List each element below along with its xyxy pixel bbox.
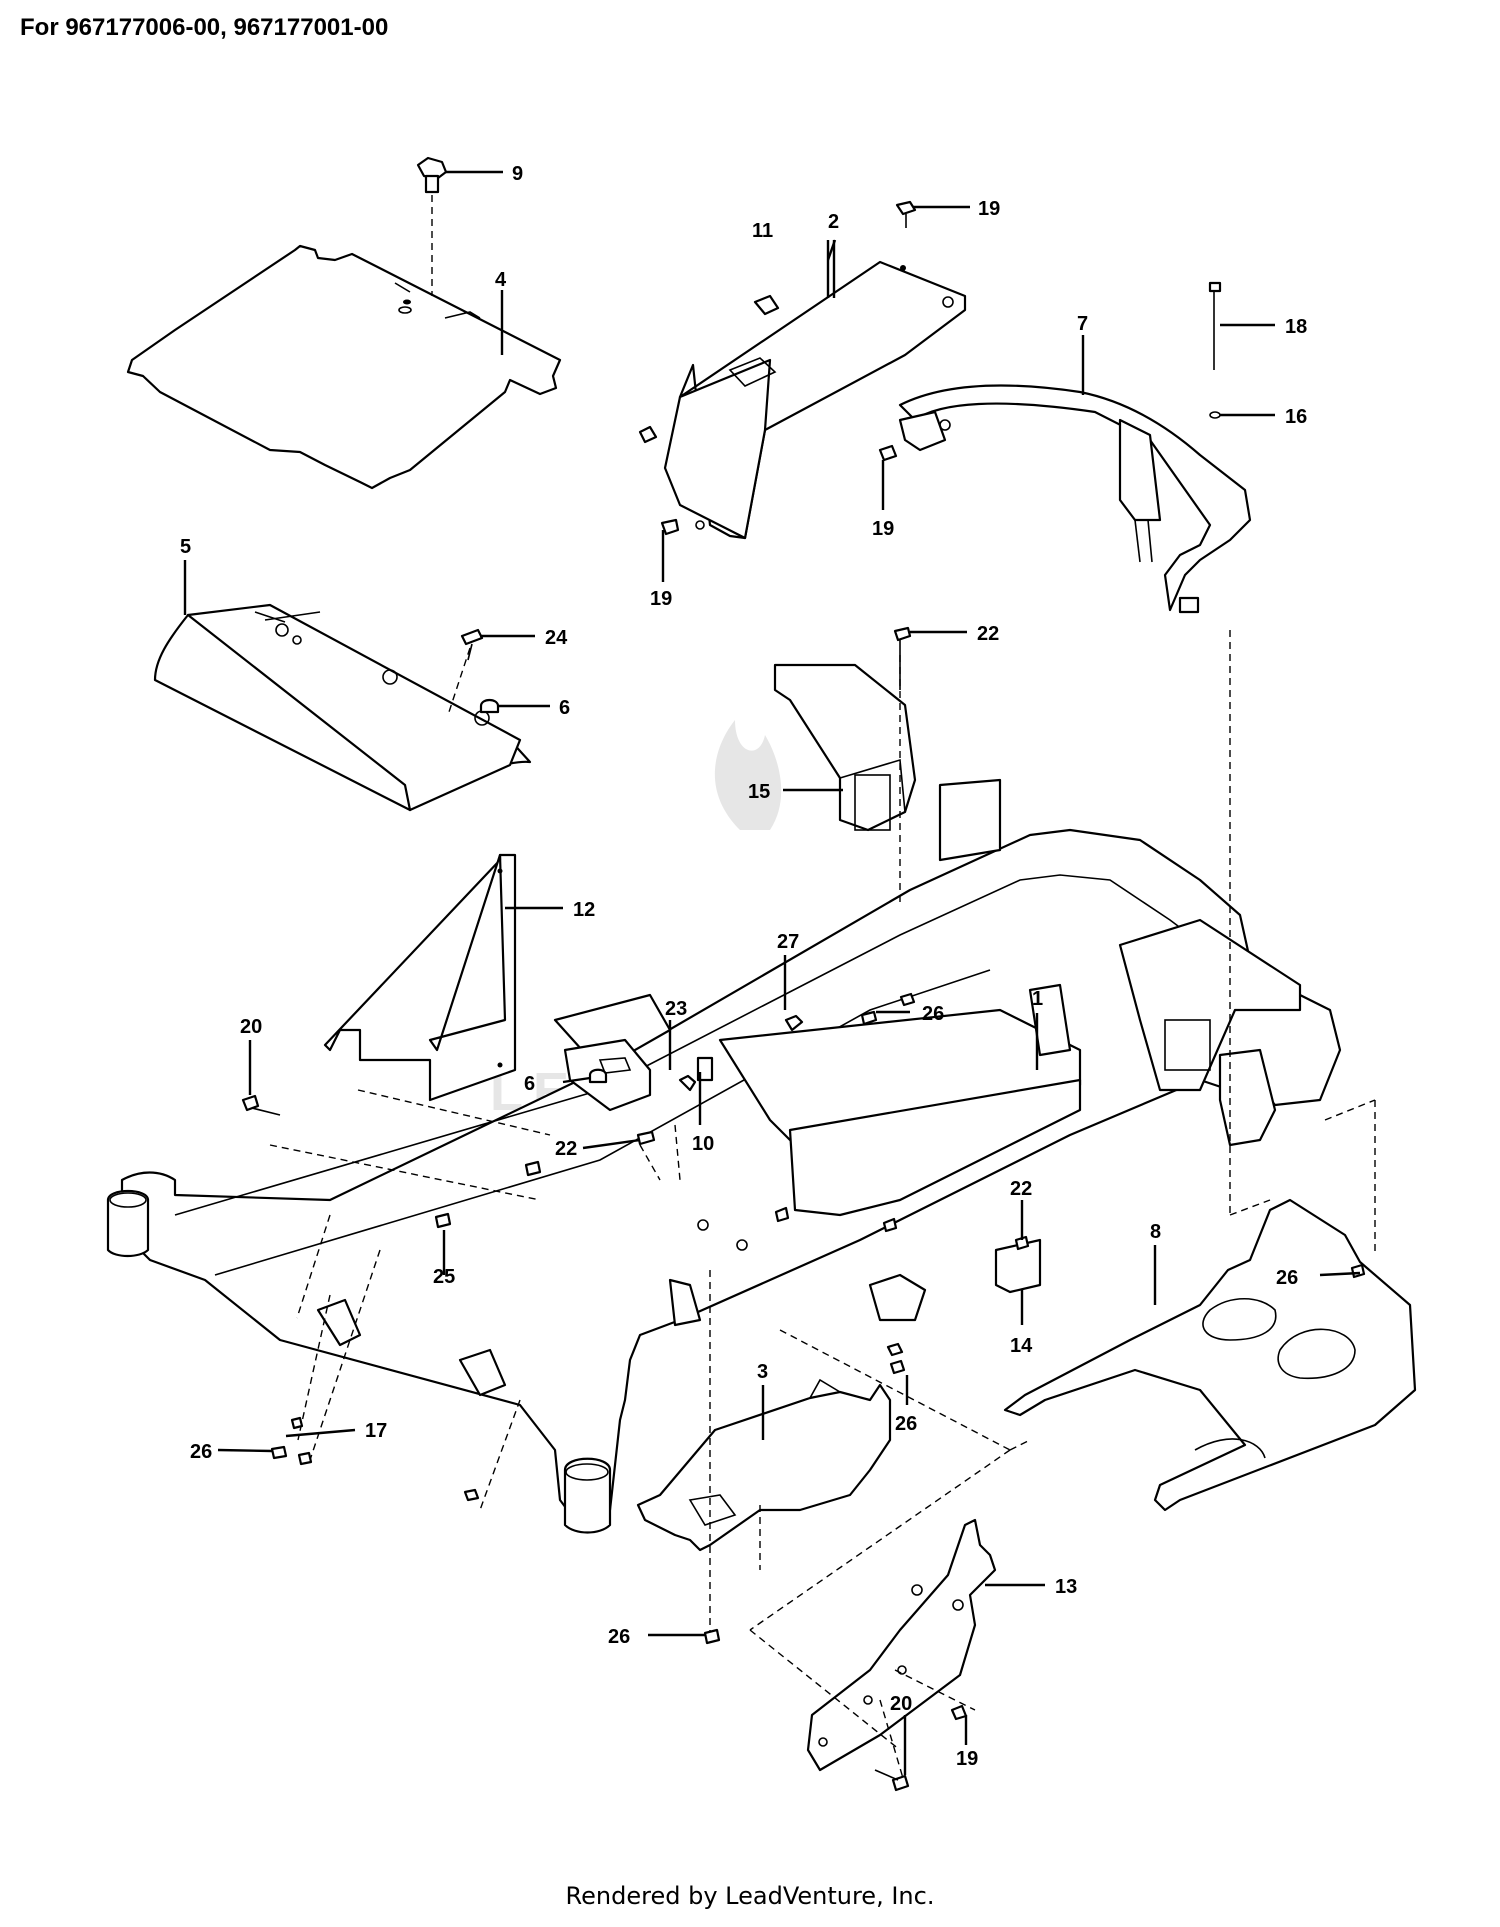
callout-15: 15 — [748, 781, 770, 803]
part-4-floor-plate — [126, 244, 562, 490]
callout-16: 16 — [1285, 406, 1307, 428]
callout-9: 9 — [512, 163, 523, 185]
callout-18: 18 — [1285, 316, 1307, 338]
callout-17: 17 — [365, 1420, 387, 1442]
callout-13: 13 — [1055, 1576, 1077, 1598]
callout-22a: 22 — [555, 1138, 577, 1160]
callout-20a: 20 — [240, 1016, 262, 1038]
callout-26c: 26 — [895, 1413, 917, 1435]
part-15-support-bracket — [773, 663, 917, 832]
part-3-bottom-plate — [636, 1378, 892, 1552]
callout-20b: 20 — [890, 1693, 912, 1715]
callout-21: 22 — [977, 623, 999, 645]
callout-24: 24 — [545, 627, 568, 649]
assembly-lines — [269, 630, 1376, 1786]
diagram-header: For 967177006-00, 967177001-00 — [20, 14, 389, 41]
callout-labels: 9 4 5 24 6 11 2 19 19 19 7 18 16 22 15 1… — [180, 163, 1307, 1770]
part-5-front-cover — [153, 603, 532, 812]
callout-1: 1 — [1032, 988, 1043, 1010]
callout-22b: 22 — [1010, 1178, 1032, 1200]
hardware — [241, 200, 1366, 1792]
callout-25: 25 — [433, 1266, 455, 1288]
callout-5: 5 — [180, 536, 191, 558]
callout-19d: 19 — [956, 1748, 978, 1770]
leader-lines — [183, 170, 1361, 1775]
callout-26b: 26 — [1276, 1267, 1298, 1289]
callout-7: 7 — [1077, 313, 1088, 335]
part-9-knob — [416, 156, 448, 194]
parts-diagram: LEADVENTURE — [106, 156, 1417, 1792]
footer-credit: Rendered by LeadVenture, Inc. — [565, 1882, 935, 1910]
part-12-side-plate — [323, 853, 517, 1102]
part-14-bracket — [994, 1238, 1042, 1294]
callout-2: 2 — [828, 211, 839, 233]
callout-19a: 19 — [978, 198, 1000, 220]
callout-14: 14 — [1010, 1335, 1033, 1357]
part-24-screw — [460, 628, 484, 661]
callout-26d: 26 — [190, 1441, 212, 1463]
callout-3: 3 — [757, 1361, 768, 1383]
callout-12: 12 — [573, 899, 595, 921]
part-7-rear-handle — [898, 384, 1252, 614]
callout-6a: 6 — [559, 697, 570, 719]
callout-23: 23 — [665, 998, 687, 1020]
callout-10: 10 — [692, 1133, 714, 1155]
callout-4: 4 — [495, 269, 507, 291]
part-1-main-frame — [106, 778, 1342, 1534]
part-2-seat-bracket — [638, 260, 967, 540]
callout-19b: 19 — [650, 588, 672, 610]
callout-19c: 19 — [872, 518, 894, 540]
part-8-deck-shield — [1003, 1198, 1417, 1512]
callout-6b: 6 — [524, 1073, 535, 1095]
callout-26a: 26 — [922, 1003, 944, 1025]
callout-8: 8 — [1150, 1221, 1161, 1243]
callout-27: 27 — [777, 931, 799, 953]
callout-26e: 26 — [608, 1626, 630, 1648]
part-13-side-bracket — [806, 1518, 997, 1772]
callout-11: 11 — [752, 220, 773, 242]
